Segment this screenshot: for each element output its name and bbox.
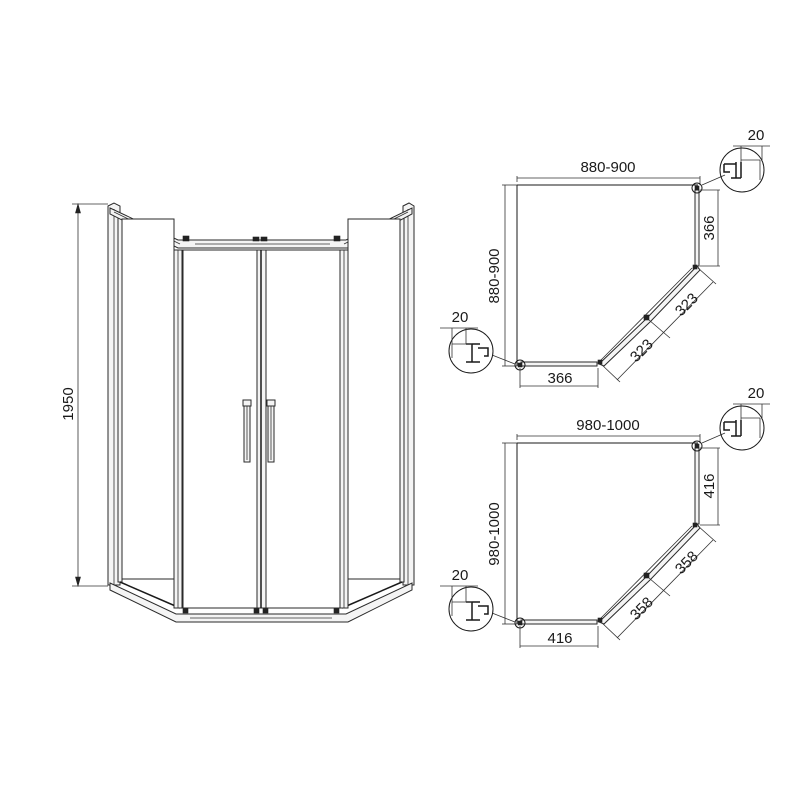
door-handle-right[interactable]	[266, 399, 276, 463]
profile-detail-top: 20	[701, 385, 770, 451]
width-label: 880-900	[580, 159, 635, 176]
plan-view-980-1000: 980-1000 980-1000 416 416 358 358	[440, 385, 770, 648]
door-handle-left[interactable]	[242, 399, 252, 463]
detail-top-label: 20	[748, 385, 765, 402]
height-dimension: 1950	[60, 202, 108, 588]
profile-detail-left: 20	[440, 567, 516, 632]
depth-label: 880-900	[486, 248, 503, 303]
plan-view-880-900: 880-900 880-900 366 366 323 323	[440, 127, 770, 388]
side-right-label: 416	[701, 473, 718, 498]
detail-top-label: 20	[748, 127, 765, 144]
profile-detail-left: 20	[440, 309, 516, 374]
depth-label: 980-1000	[486, 502, 503, 565]
side-right-label: 366	[701, 215, 718, 240]
side-bottom-label: 366	[547, 370, 572, 387]
profile-detail-top: 20	[701, 127, 770, 193]
detail-left-label: 20	[452, 309, 469, 326]
width-label: 980-1000	[576, 417, 639, 434]
height-label: 1950	[60, 387, 77, 420]
front-view-shower: 1950	[60, 202, 415, 623]
detail-left-label: 20	[452, 567, 469, 584]
side-bottom-label: 416	[547, 630, 572, 647]
